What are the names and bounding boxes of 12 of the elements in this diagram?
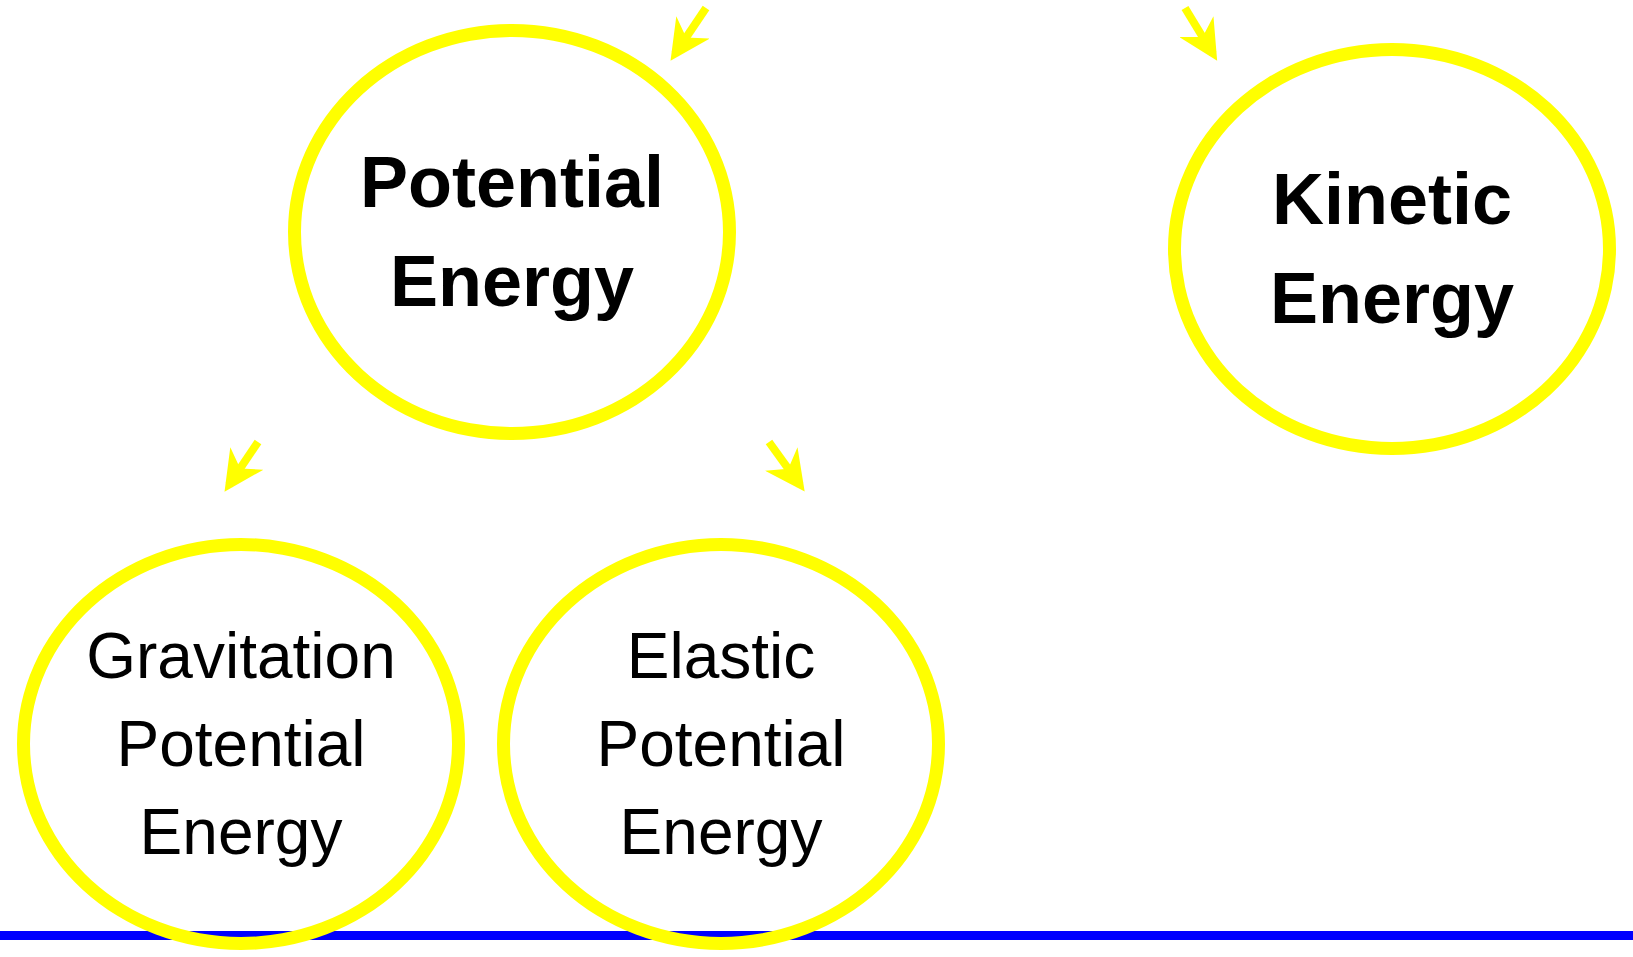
ellipse-node (497, 538, 945, 950)
node-label: Kinetic Energy (1268, 157, 1516, 340)
arrow (765, 439, 805, 492)
node-label: Gravitation Potential Energy (85, 618, 397, 871)
node-label: Potential Energy (359, 140, 665, 323)
arrow (1179, 5, 1218, 61)
ellipse-node (288, 24, 736, 440)
ellipse-node (17, 538, 465, 950)
node-label: Elastic Potential Energy (595, 618, 847, 871)
ellipse-node (1168, 43, 1616, 455)
arrow (670, 5, 710, 61)
arrow (224, 439, 264, 492)
